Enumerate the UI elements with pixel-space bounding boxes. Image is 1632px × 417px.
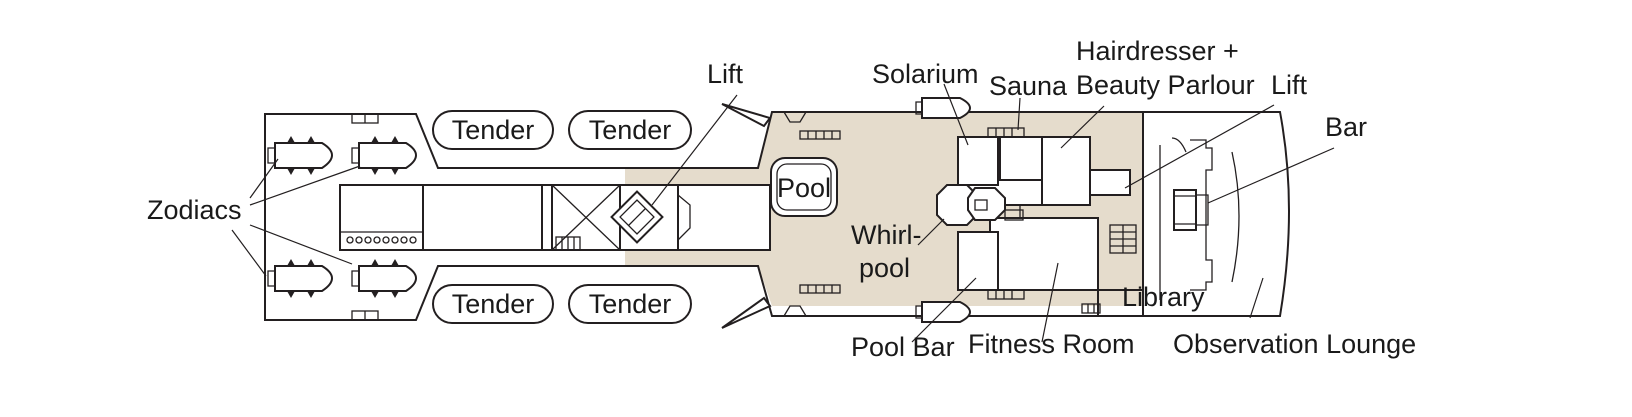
tender-boat [432, 110, 554, 150]
label-pool: Pool [777, 173, 831, 203]
label-bar: Bar [1325, 112, 1367, 142]
label-hairdresser-line1: Hairdresser + [1076, 36, 1239, 66]
pool [770, 157, 838, 217]
zodiac-boat [351, 136, 417, 175]
tender-boats [432, 110, 692, 324]
leader-lines [231, 83, 1335, 343]
portholes [346, 236, 417, 244]
label-lift-aft: Lift [1271, 70, 1308, 100]
label-lift-fwd: Lift [707, 59, 744, 89]
deck-fittings [721, 103, 841, 329]
label-hairdresser-line2: Beauty Parlour [1076, 70, 1255, 100]
observation-lounge-bar [1159, 137, 1240, 300]
tender-boat [432, 284, 554, 324]
solarium-pods [915, 97, 971, 323]
label-tender-stbd-aft: Tender [589, 289, 672, 319]
tender-boat [568, 284, 692, 324]
label-tender-port-aft: Tender [589, 115, 672, 145]
label-whirlpool-line2: pool [859, 253, 910, 283]
label-observation-lounge: Observation Lounge [1173, 329, 1416, 359]
ship-hull-outline [264, 111, 1290, 321]
label-whirlpool-line1: Whirl- [851, 220, 921, 250]
deck-hatches [351, 113, 379, 321]
tender-boat [568, 110, 692, 150]
label-library: Library [1122, 282, 1205, 312]
label-sauna: Sauna [989, 71, 1068, 101]
label-tender-port-fwd: Tender [452, 115, 535, 145]
label-pool-bar: Pool Bar [851, 332, 955, 362]
label-tender-stbd-fwd: Tender [452, 289, 535, 319]
zodiac-boat [267, 136, 333, 175]
label-solarium: Solarium [872, 59, 979, 89]
library-stairs [1097, 218, 1143, 316]
interior-structure [339, 184, 771, 251]
whirlpool [936, 136, 1006, 226]
label-fitness-room: Fitness Room [968, 329, 1135, 359]
label-zodiacs: Zodiacs [147, 195, 242, 225]
zodiac-boat [351, 259, 417, 298]
zodiac-boat [267, 259, 333, 298]
zodiac-boats [267, 136, 417, 298]
